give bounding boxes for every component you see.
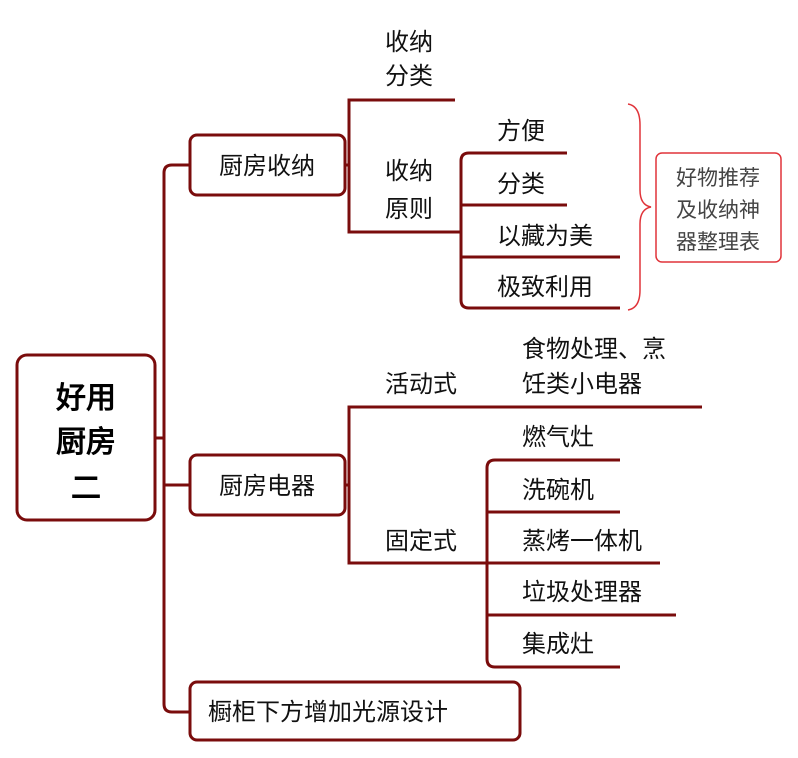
branch-label: 橱柜下方增加光源设计 (208, 698, 448, 726)
note-line-3: 器整理表 (676, 230, 760, 254)
fixed-item: 洗碗机 (522, 476, 594, 504)
principle-item: 方便 (497, 117, 545, 145)
brace (627, 103, 652, 311)
trunk-connector (155, 163, 190, 714)
portable-label: 活动式 (385, 370, 457, 398)
portable-item-line-1: 食物处理、烹 (522, 335, 666, 363)
fixed-connector (485, 458, 676, 669)
branch-cabinet-lighting[interactable]: 橱柜下方增加光源设计 (188, 680, 522, 742)
root-line-1: 好用 (55, 381, 116, 416)
storage-connector (345, 98, 461, 234)
root-line-2: 厨房 (56, 425, 116, 460)
branch-label: 厨房电器 (219, 472, 315, 500)
note-line-2: 及收纳神 (676, 198, 760, 222)
fixed-item: 集成灶 (522, 630, 594, 658)
principle-item: 分类 (497, 170, 545, 198)
principle-item: 极致利用 (497, 273, 593, 301)
storage-category-line-2: 分类 (385, 62, 433, 90)
root-node[interactable]: 好用 厨房 二 (15, 353, 157, 522)
branch-label: 厨房收纳 (219, 152, 315, 180)
storage-category-line-1: 收纳 (385, 28, 433, 56)
storage-principle-line-1: 收纳 (385, 157, 433, 185)
note-line-1: 好物推荐 (676, 166, 760, 190)
root-line-3: 二 (71, 471, 101, 506)
fixed-item: 垃圾处理器 (522, 578, 642, 606)
fixed-label: 固定式 (385, 527, 457, 555)
appliances-connector (345, 405, 702, 565)
fixed-item: 蒸烤一体机 (522, 527, 642, 555)
principle-item: 以藏为美 (497, 222, 593, 250)
branch-kitchen-storage[interactable]: 厨房收纳 (188, 133, 347, 197)
fixed-item: 燃气灶 (522, 423, 594, 451)
storage-principle-line-2: 原则 (385, 195, 433, 223)
branch-kitchen-appliances[interactable]: 厨房电器 (188, 453, 347, 517)
note-box[interactable]: 好物推荐 及收纳神 器整理表 (655, 152, 782, 263)
portable-item-line-2: 饪类小电器 (522, 370, 642, 398)
principle-connector (459, 151, 620, 310)
